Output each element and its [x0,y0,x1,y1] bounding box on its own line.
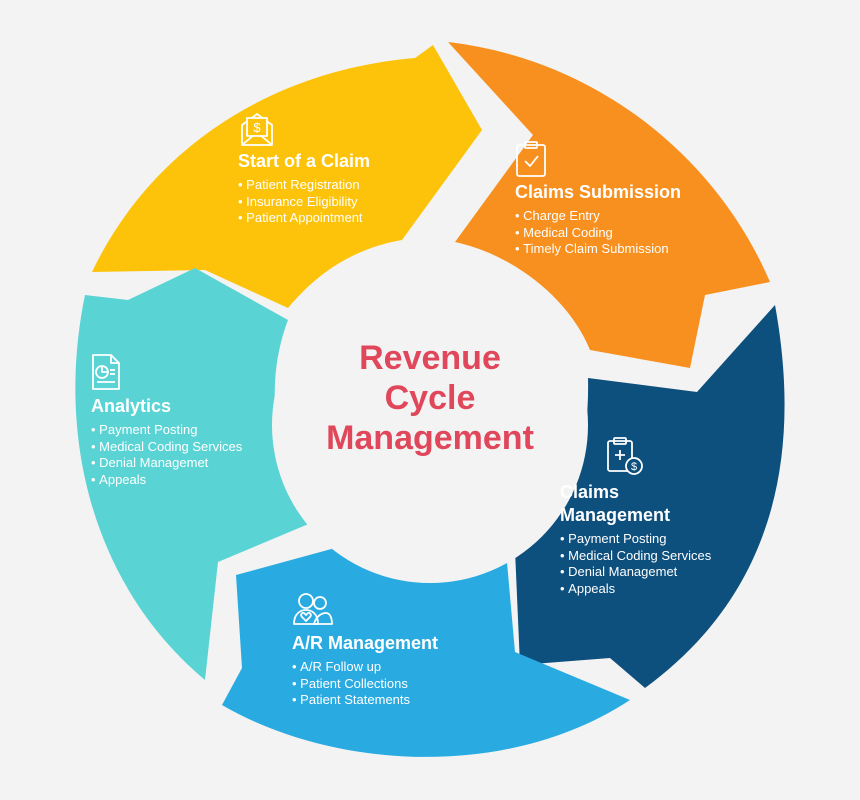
svg-text:$: $ [253,120,261,135]
segment-title: Claims Submission [515,182,682,202]
list-item: Patient Collections [292,676,438,693]
segment-title-line2: Management [560,505,671,525]
report-chart-icon [92,354,120,390]
list-item: Appeals [91,472,242,489]
segment-text-start-of-claim: Start of a Claim Patient Registration In… [238,150,370,227]
segment-title-line1: Claims [560,482,620,502]
segment-items: Payment Posting Medical Coding Services … [560,531,711,597]
center-circle [272,267,588,583]
list-item: Denial Managemet [91,455,242,472]
list-item: Payment Posting [91,422,242,439]
segment-items: A/R Follow up Patient Collections Patien… [292,659,438,709]
center-title: Revenue Cycle Management [290,338,570,458]
clipboard-dollar-icon: $ [607,437,643,475]
list-item: Denial Managemet [560,564,711,581]
segment-title: Start of a Claim [238,151,371,171]
list-item: Appeals [560,581,711,598]
center-title-line2: Cycle [384,379,476,417]
segment-items: Charge Entry Medical Coding Timely Claim… [515,208,681,258]
segment-title: A/R Management [292,633,439,653]
segment-text-analytics: Analytics Payment Posting Medical Coding… [91,395,242,488]
people-heart-icon [293,593,333,625]
list-item: Medical Coding [515,225,681,242]
segment-text-claims-submission: Claims Submission Charge Entry Medical C… [515,181,681,258]
envelope-dollar-icon: $ [241,113,273,146]
list-item: Patient Registration [238,177,370,194]
segment-text-ar-management: A/R Management A/R Follow up Patient Col… [292,632,438,709]
list-item: Patient Appointment [238,210,370,227]
segment-claims-submission [448,42,770,368]
list-item: Medical Coding Services [560,548,711,565]
list-item: Payment Posting [560,531,711,548]
center-title-line3: Management [326,419,534,457]
segment-items: Patient Registration Insurance Eligibili… [238,177,370,227]
list-item: Charge Entry [515,208,681,225]
segment-title: Analytics [91,396,172,416]
svg-text:$: $ [631,461,637,473]
list-item: Patient Statements [292,692,438,709]
list-item: Insurance Eligibility [238,194,370,211]
segment-items: Payment Posting Medical Coding Services … [91,422,242,488]
list-item: Timely Claim Submission [515,241,681,258]
list-item: A/R Follow up [292,659,438,676]
segment-text-claims-management: Claims Management Payment Posting Medica… [560,481,711,597]
clipboard-check-icon [516,141,546,177]
center-title-line1: Revenue [359,339,501,377]
list-item: Medical Coding Services [91,439,242,456]
